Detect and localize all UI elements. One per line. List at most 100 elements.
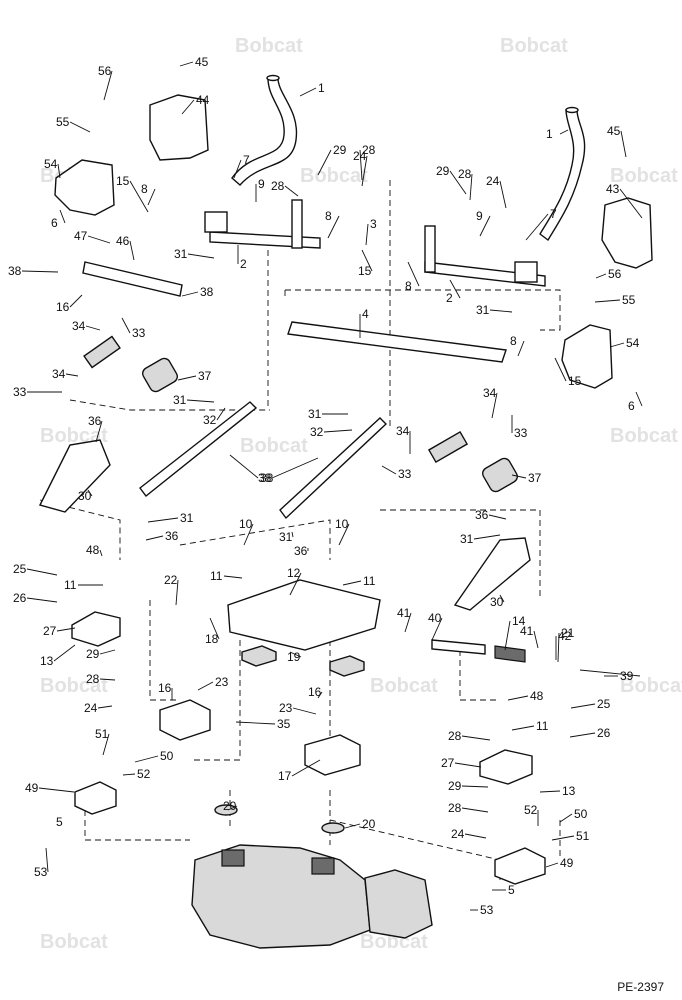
detent-plate-right: [479, 749, 533, 785]
leader-line: [594, 299, 621, 303]
leader-line: [533, 630, 539, 649]
leader-line: [504, 620, 511, 651]
callout-2: 2: [446, 291, 453, 305]
callout-34: 34: [72, 319, 86, 333]
leader-line: [209, 617, 220, 640]
leader-line: [620, 130, 627, 158]
callout-49: 49: [560, 856, 574, 870]
callout-37: 37: [198, 369, 212, 383]
leader-line: [99, 549, 103, 557]
callout-45: 45: [195, 55, 209, 69]
watermark-text: Bobcat: [610, 425, 678, 447]
leader-line: [291, 531, 294, 538]
callout-56: 56: [98, 64, 112, 78]
callout-28: 28: [86, 672, 100, 686]
leader-line: [359, 149, 363, 181]
callout-28: 28: [458, 167, 472, 181]
callout-8: 8: [405, 279, 412, 293]
callout-10: 10: [239, 517, 253, 531]
callout-29: 29: [436, 164, 450, 178]
leader-line: [289, 651, 302, 658]
leader-line: [323, 429, 353, 433]
leader-line: [489, 309, 513, 313]
callout-24: 24: [353, 149, 367, 163]
callout-44: 44: [196, 93, 210, 107]
callout-36: 36: [165, 529, 179, 543]
callout-16: 16: [56, 300, 70, 314]
callout-16: 16: [158, 681, 172, 695]
leader-line: [511, 474, 527, 479]
leader-line: [491, 392, 498, 419]
callout-1: 1: [318, 81, 325, 95]
leader-line: [216, 407, 226, 421]
callout-28: 28: [271, 179, 285, 193]
callout-51: 51: [576, 829, 590, 843]
watermark-text: Bobcat: [40, 675, 108, 697]
leader-line: [129, 180, 149, 213]
callout-31: 31: [173, 393, 187, 407]
leader-line: [57, 163, 61, 179]
callout-31: 31: [174, 247, 188, 261]
leader-line: [507, 695, 529, 701]
leader-line: [26, 568, 58, 576]
leader-line: [21, 270, 59, 273]
leader-line: [97, 705, 113, 709]
watermark-text: Bobcat: [235, 35, 303, 57]
callout-34: 34: [483, 386, 497, 400]
callout-22: 22: [164, 573, 178, 587]
callout-35: 35: [277, 717, 291, 731]
cross-shaft: [287, 321, 507, 363]
leader-line: [511, 725, 535, 731]
mount-bracket-left: [54, 159, 115, 216]
hydrostatic-pump: [191, 844, 433, 949]
callout-52: 52: [524, 803, 538, 817]
leader-line: [449, 170, 467, 195]
callout-53: 53: [34, 865, 48, 879]
leader-line: [499, 594, 505, 603]
detent-plate-left: [71, 611, 121, 647]
callout-8: 8: [510, 334, 517, 348]
callout-33: 33: [132, 326, 146, 340]
callout-23: 23: [215, 675, 229, 689]
leader-line: [134, 755, 159, 763]
callout-5: 5: [56, 815, 63, 829]
leader-line: [609, 342, 625, 348]
callout-31: 31: [279, 530, 293, 544]
callout-56: 56: [608, 267, 622, 281]
leader-line: [87, 489, 93, 497]
callout-43: 43: [606, 182, 620, 196]
callout-33: 33: [13, 385, 27, 399]
leader-line: [147, 188, 156, 206]
leader-line: [461, 785, 489, 788]
callout-21: 21: [561, 626, 575, 640]
leader-line: [342, 580, 362, 586]
callout-27: 27: [441, 756, 455, 770]
leader-line: [381, 465, 397, 475]
mount-bracket-lower-right: [561, 324, 613, 389]
leader-lines: [21, 61, 643, 911]
leader-line: [469, 173, 473, 201]
callout-29: 29: [86, 647, 100, 661]
callout-31: 31: [180, 511, 194, 525]
washer-20-right: [321, 822, 345, 834]
leader-line: [292, 707, 317, 715]
callout-39: 39: [620, 669, 634, 683]
damper-right: [427, 430, 469, 464]
callout-37: 37: [528, 471, 542, 485]
watermark-text: Bobcat: [300, 165, 368, 187]
callout-41: 41: [397, 606, 411, 620]
callout-36: 36: [88, 414, 102, 428]
tie-bolt: [579, 669, 641, 677]
callout-33: 33: [398, 467, 412, 481]
callout-24: 24: [486, 174, 500, 188]
callout-40: 40: [428, 611, 442, 625]
leader-line: [187, 253, 215, 259]
leader-line: [449, 279, 461, 299]
callout-51: 51: [95, 727, 109, 741]
leader-line: [317, 149, 332, 176]
watermark-text: Bobcat: [360, 931, 428, 953]
leader-line: [539, 790, 561, 793]
leader-line: [517, 340, 525, 357]
callout-9: 9: [258, 177, 265, 191]
leader-line: [361, 249, 373, 272]
